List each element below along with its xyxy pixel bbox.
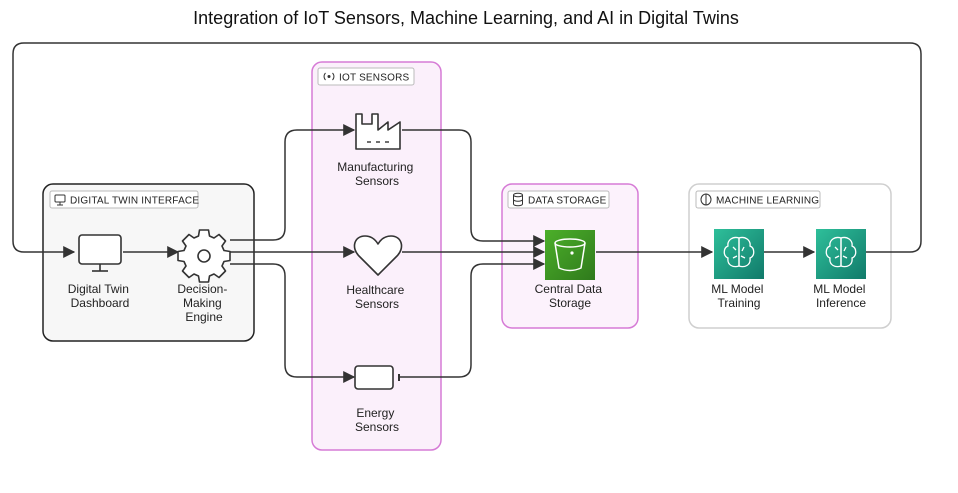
node-label-dashboard: Digital Twin Dashboard — [68, 282, 132, 310]
node-label-storage: Central Data Storage — [535, 282, 606, 310]
node-label-ml-training: ML Model Training — [711, 282, 767, 310]
monitor-small-icon — [54, 194, 66, 206]
node-label-decision-engine: Decision- Making Engine — [177, 282, 230, 324]
node-decision-engine: Decision- Making Engine — [177, 229, 231, 324]
brain-circuit-icon — [825, 236, 857, 268]
node-healthcare-sensors: Healthcare Sensors — [346, 235, 407, 311]
group-label-iot-sensors: IOT SENSORS — [339, 73, 409, 84]
brain-circuit-icon — [723, 236, 755, 268]
group-label-data-storage: DATA STORAGE — [528, 196, 607, 207]
monitor-icon — [78, 234, 122, 272]
edges — [12, 42, 922, 383]
node-ml-model-inference: ML Model Inference — [813, 229, 869, 310]
group-label-machine-learning: MACHINE LEARNING — [716, 196, 819, 207]
factory-icon — [355, 113, 401, 150]
battery-icon — [354, 365, 400, 390]
edge-engine-to-energy — [230, 263, 356, 383]
bucket-icon — [554, 238, 586, 272]
gear-icon — [177, 229, 231, 283]
node-central-data-storage: Central Data Storage — [535, 230, 606, 310]
group-machine-learning: MACHINE LEARNING — [688, 183, 892, 329]
edge-manufacturing-to-storage — [402, 129, 546, 247]
broadcast-small-icon — [323, 72, 335, 81]
node-label-healthcare: Healthcare Sensors — [346, 283, 407, 311]
node-label-energy: Energy Sensors — [355, 406, 399, 434]
node-label-ml-inference: ML Model Inference — [813, 282, 869, 310]
group-digital-twin-interface: DIGITAL TWIN INTERFACE — [42, 183, 255, 342]
node-label-manufacturing: Manufacturing Sensors — [337, 160, 416, 188]
database-small-icon — [513, 192, 523, 207]
node-ml-model-training: ML Model Training — [711, 229, 767, 310]
node-energy-sensors: Energy Sensors — [354, 365, 400, 434]
brain-small-icon — [700, 193, 712, 206]
group-label-digital-twin-interface: DIGITAL TWIN INTERFACE — [70, 196, 199, 207]
node-manufacturing-sensors: Manufacturing Sensors — [337, 113, 416, 188]
heart-icon — [353, 235, 403, 276]
edge-engine-to-manufacturing — [230, 124, 356, 241]
edge-inference-to-dashboard — [12, 42, 922, 258]
diagram-title: Integration of IoT Sensors, Machine Lear… — [193, 8, 739, 28]
node-dashboard: Digital Twin Dashboard — [68, 234, 132, 310]
edge-energy-to-storage — [400, 258, 546, 378]
